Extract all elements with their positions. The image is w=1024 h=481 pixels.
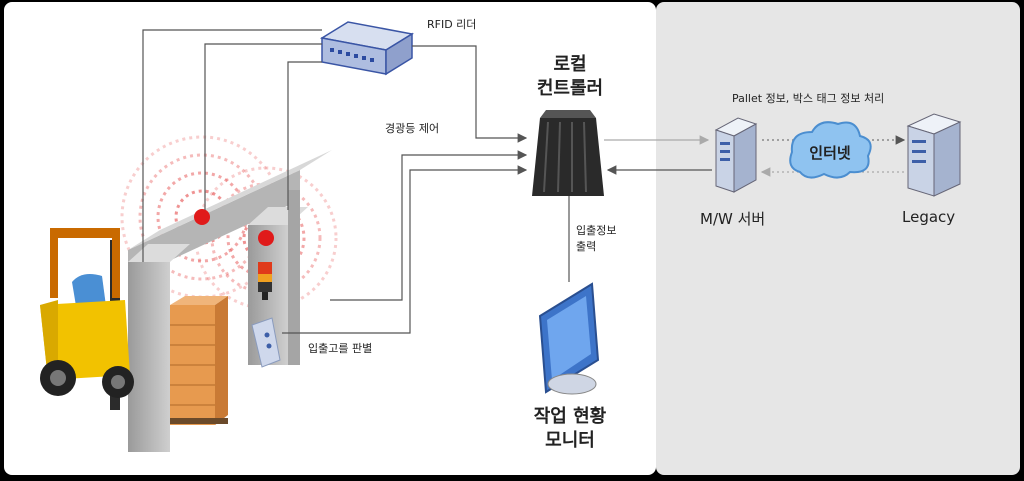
warning-light-icon [258, 262, 272, 300]
legacy-server-icon [906, 113, 962, 197]
legacy-label: Legacy [902, 208, 956, 226]
internet-cloud-icon [789, 121, 872, 179]
mw-server-label: M/W 서버 [700, 210, 766, 228]
connection-lines [142, 29, 570, 334]
work-monitor-label-line2: 모니터 [545, 430, 595, 451]
in-out-info-label-line1: 입출정보 [576, 224, 617, 237]
local-controller-icon [532, 110, 604, 196]
in-out-detect-label: 입출고를 판별 [308, 342, 373, 355]
right-panel [656, 2, 1020, 475]
forklift-icon [40, 228, 134, 410]
internet-label: 인터넷 [809, 144, 851, 162]
local-controller-label-line1: 로컬 [553, 54, 587, 75]
work-monitor-label-line1: 작업 현황 [533, 406, 607, 427]
warning-light-control-label: 경광등 제어 [385, 122, 440, 135]
pallet-info-label: Pallet 정보, 박스 태그 정보 처리 [732, 92, 885, 105]
rfid-reader-icon [319, 21, 415, 76]
antenna-left [194, 209, 210, 225]
local-controller-label-line2: 컨트롤러 [536, 78, 604, 99]
antenna-right [258, 230, 274, 246]
rfid-reader-label: RFID 리더 [427, 18, 477, 31]
monitor-icon [538, 282, 600, 395]
in-out-info-label-line2: 출력 [576, 240, 597, 253]
pallet-boxes-icon [170, 296, 228, 425]
mw-server-icon [714, 117, 758, 193]
sensor-icon [251, 317, 281, 368]
